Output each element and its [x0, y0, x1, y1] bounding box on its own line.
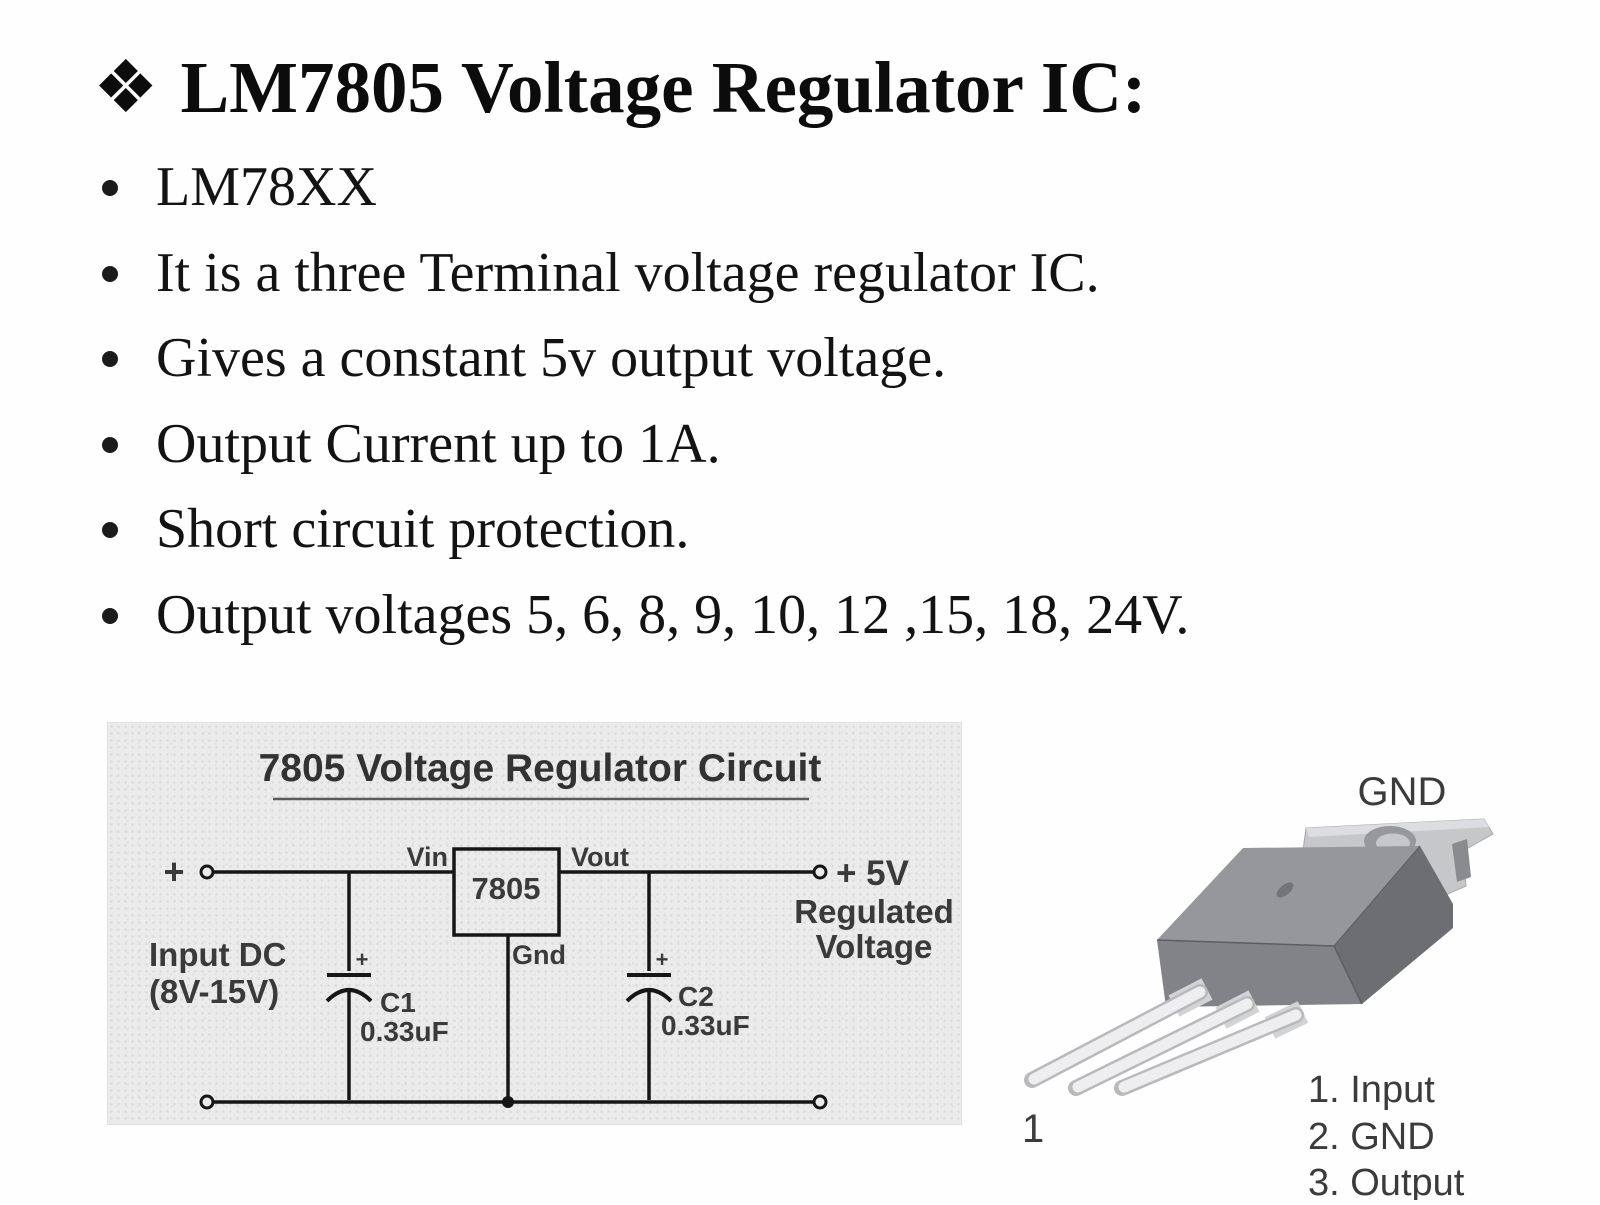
to220-illustration: GND — [1022, 770, 1494, 1204]
regulator-label: 7805 — [472, 871, 541, 906]
c2-name-label: C2 — [678, 981, 714, 1012]
pin1-number-label: 1 — [1022, 1107, 1044, 1151]
list-item: Output voltages 5, 6, 8, 9, 10, 12 ,15, … — [100, 573, 1189, 659]
body-marking — [1276, 882, 1294, 898]
pin3 — [1118, 1009, 1302, 1093]
input-polarity-label: + — [163, 851, 184, 892]
tab-notch — [1452, 839, 1471, 882]
circuit-diagram-panel: 7805 Voltage Regulator Circuit + 7805 Vi… — [107, 722, 962, 1125]
package-pins — [1024, 978, 1309, 1096]
bullet-list: LM78XX It is a three Terminal voltage re… — [100, 145, 1189, 658]
output-terminal — [812, 864, 828, 880]
circuit-diagram: 7805 Voltage Regulator Circuit + 7805 Vi… — [149, 747, 954, 1110]
input-terminal — [199, 864, 215, 880]
pinout-legend: 1. Input 2. GND 3. Output — [1308, 1069, 1465, 1204]
gnd-label: Gnd — [512, 940, 566, 970]
input-range-label: (8V-15V) — [149, 973, 279, 1010]
output-voltage-label-2: Regulated — [794, 893, 954, 930]
output-return-terminal — [812, 1094, 828, 1110]
c2-polarity-label: + — [656, 947, 669, 972]
list-item: LM78XX — [100, 145, 1189, 231]
c1-value-label: 0.33uF — [360, 1016, 449, 1047]
output-voltage-label-1: + 5V — [836, 854, 910, 893]
input-return-terminal — [199, 1094, 215, 1110]
output-voltage-label-3: Voltage — [816, 928, 933, 965]
ic-package-figure: GND — [1000, 700, 1600, 1204]
pinout-line-output: 3. Output — [1308, 1162, 1465, 1200]
pinout-line-input: 1. Input — [1308, 1069, 1435, 1111]
vout-label: Vout — [571, 842, 629, 872]
list-item: Short circuit protection. — [100, 487, 1189, 573]
c1-name-label: C1 — [380, 987, 416, 1018]
slide-title: ❖ LM7805 Voltage Regulator IC: — [93, 46, 1146, 130]
slide-title-text: LM7805 Voltage Regulator IC: — [180, 47, 1147, 128]
c2-value-label: 0.33uF — [661, 1010, 750, 1041]
circuit-title: 7805 Voltage Regulator Circuit — [259, 747, 822, 790]
c1-polarity-label: + — [356, 947, 369, 972]
pin1 — [1028, 986, 1206, 1085]
list-item: Gives a constant 5v output voltage. — [100, 316, 1189, 402]
vin-label: Vin — [406, 842, 448, 872]
input-dc-label: Input DC — [149, 936, 286, 973]
pinout-line-gnd: 2. GND — [1308, 1116, 1435, 1158]
pin2 — [1072, 998, 1253, 1093]
package-body — [1156, 845, 1453, 1007]
gnd-pin-callout: GND — [1358, 770, 1447, 814]
diamond-bullet-icon: ❖ — [93, 45, 159, 130]
list-item: Output Current up to 1A. — [100, 402, 1189, 488]
list-item: It is a three Terminal voltage regulator… — [100, 231, 1189, 317]
junction-dot — [502, 1096, 514, 1108]
